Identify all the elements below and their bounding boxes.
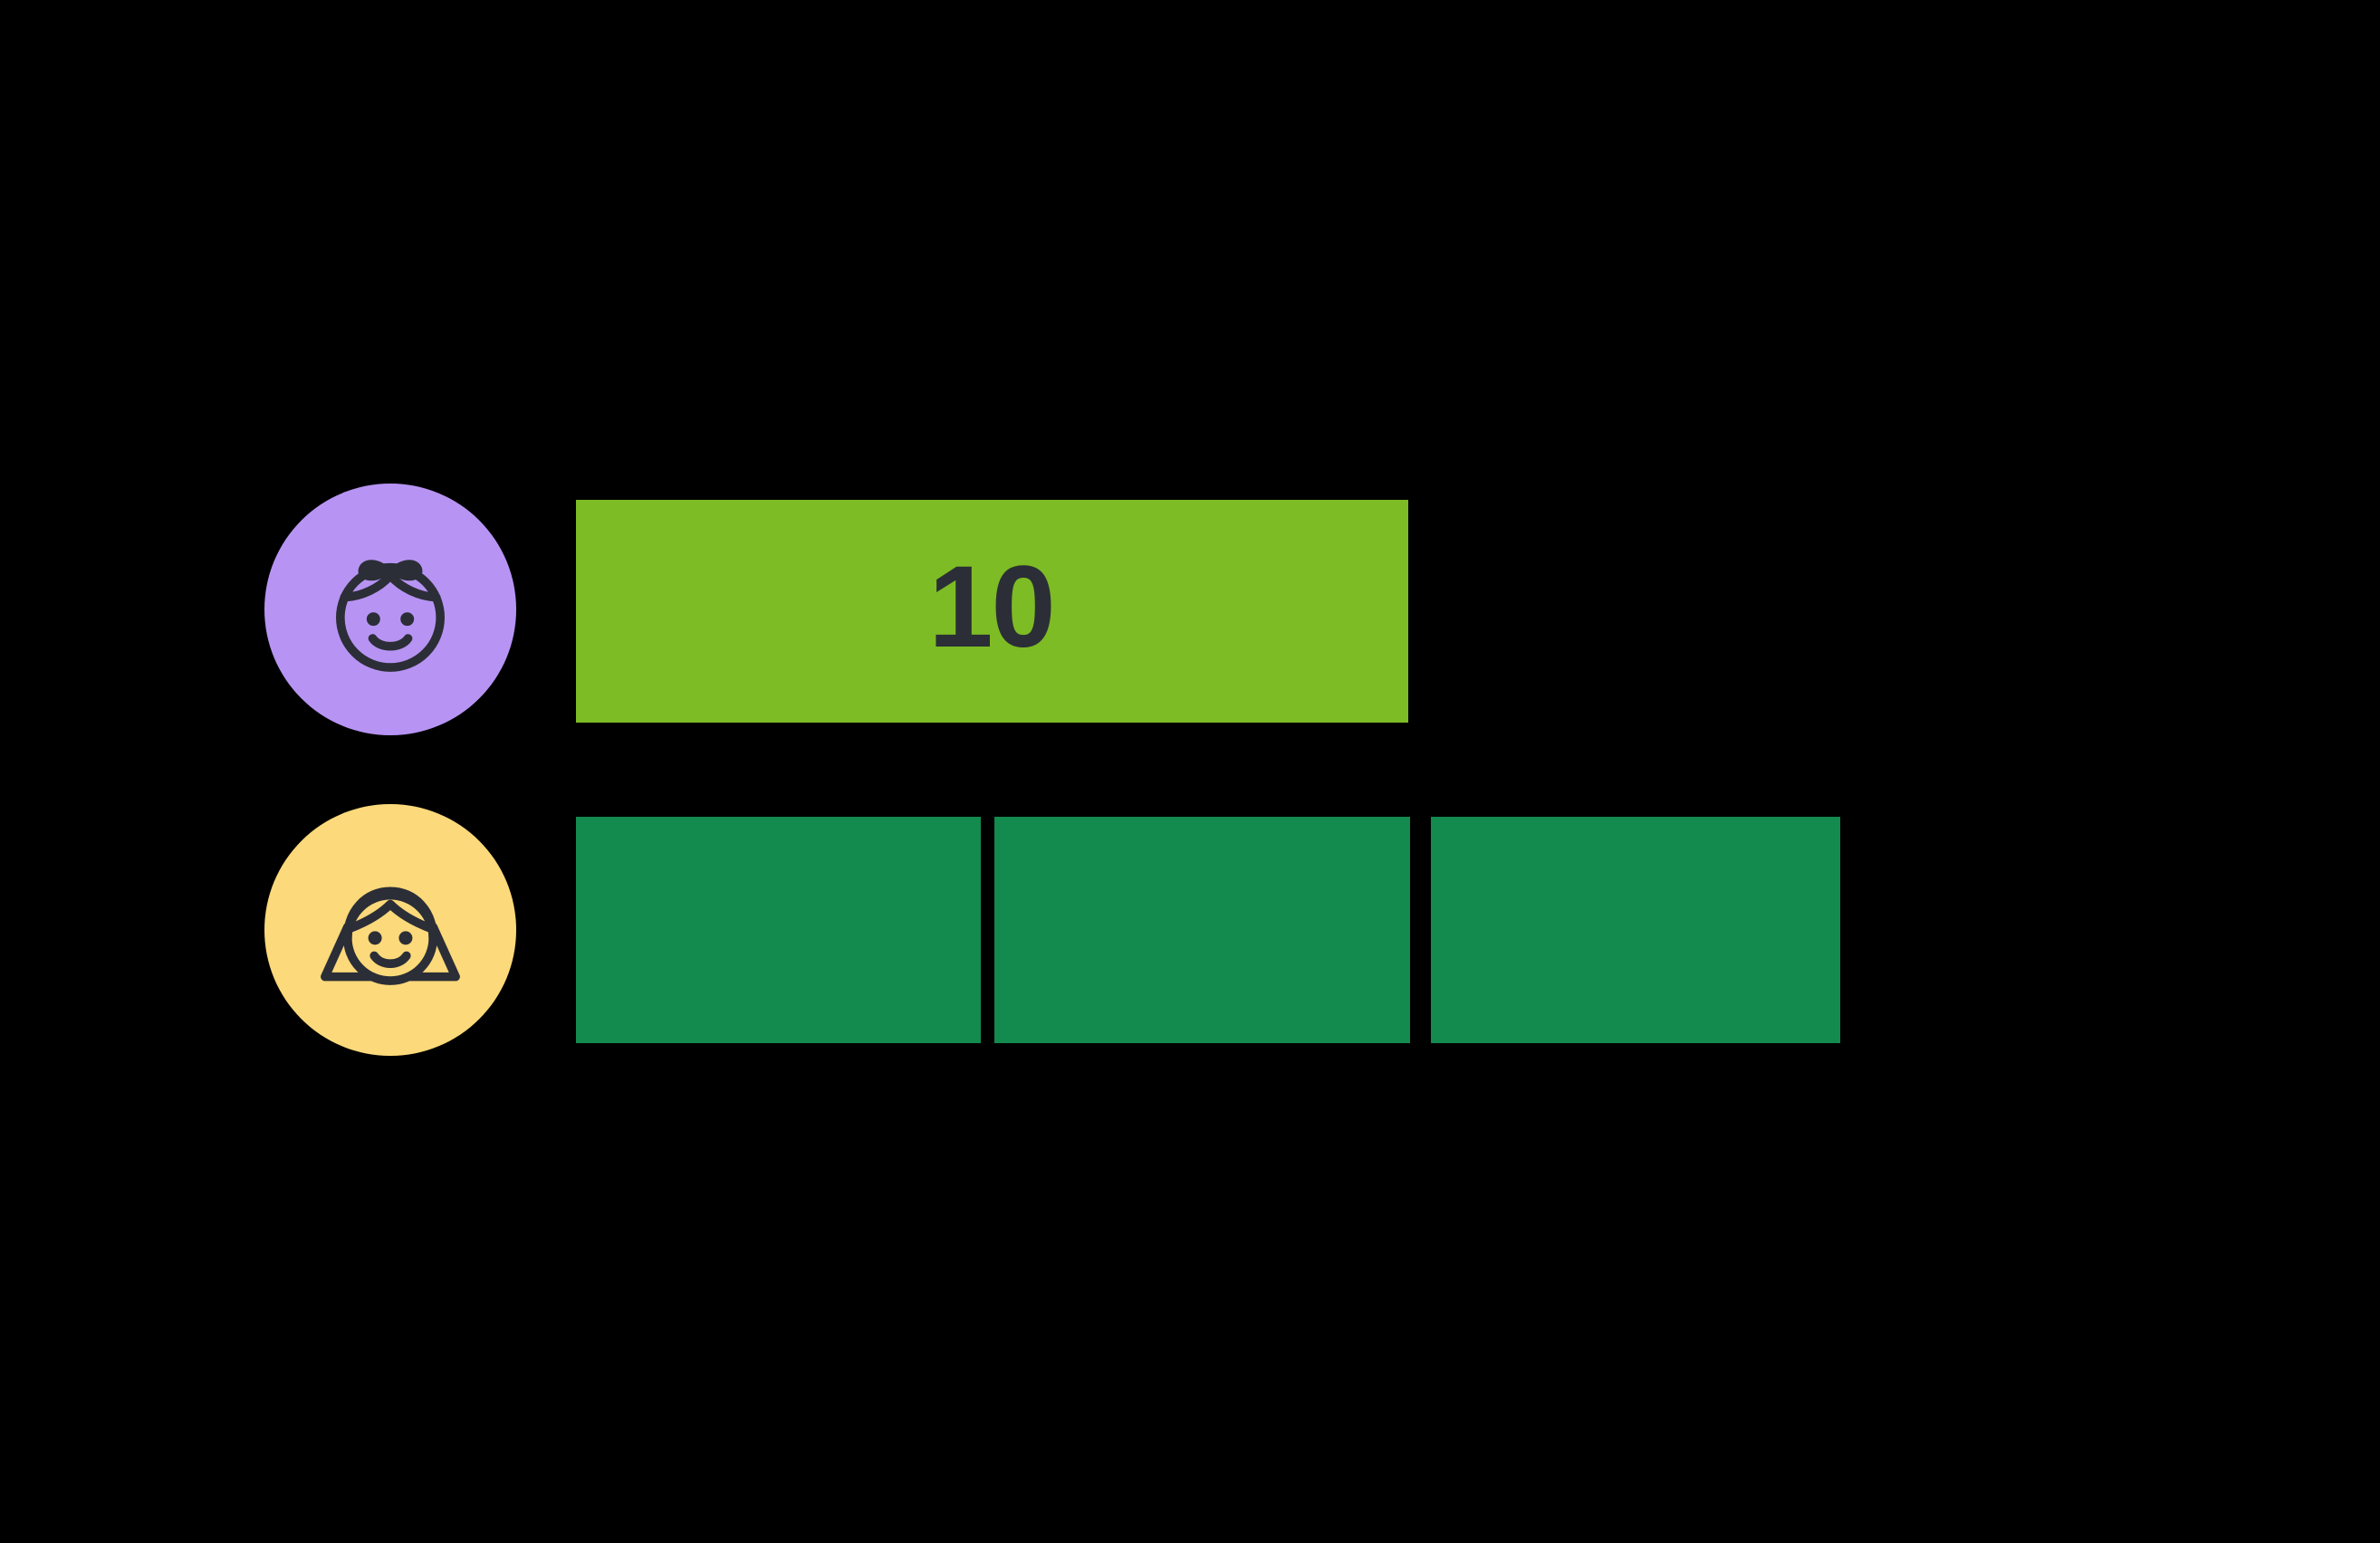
bar-row-adult xyxy=(0,804,2380,1058)
bar-adult[interactable] xyxy=(576,817,1840,1043)
bar-child[interactable]: 10 xyxy=(576,500,1408,723)
bar-segment[interactable] xyxy=(994,817,1410,1043)
bar-row-child: 10 xyxy=(0,484,2380,737)
avatar-adult[interactable] xyxy=(264,804,516,1056)
bar-segment[interactable] xyxy=(576,817,981,1043)
bar-value-child: 10 xyxy=(928,542,1055,672)
bar-segment[interactable] xyxy=(1431,817,1840,1043)
woman-face-icon xyxy=(310,849,471,1011)
child-face-icon xyxy=(310,529,471,690)
avatar-child[interactable] xyxy=(264,484,516,735)
